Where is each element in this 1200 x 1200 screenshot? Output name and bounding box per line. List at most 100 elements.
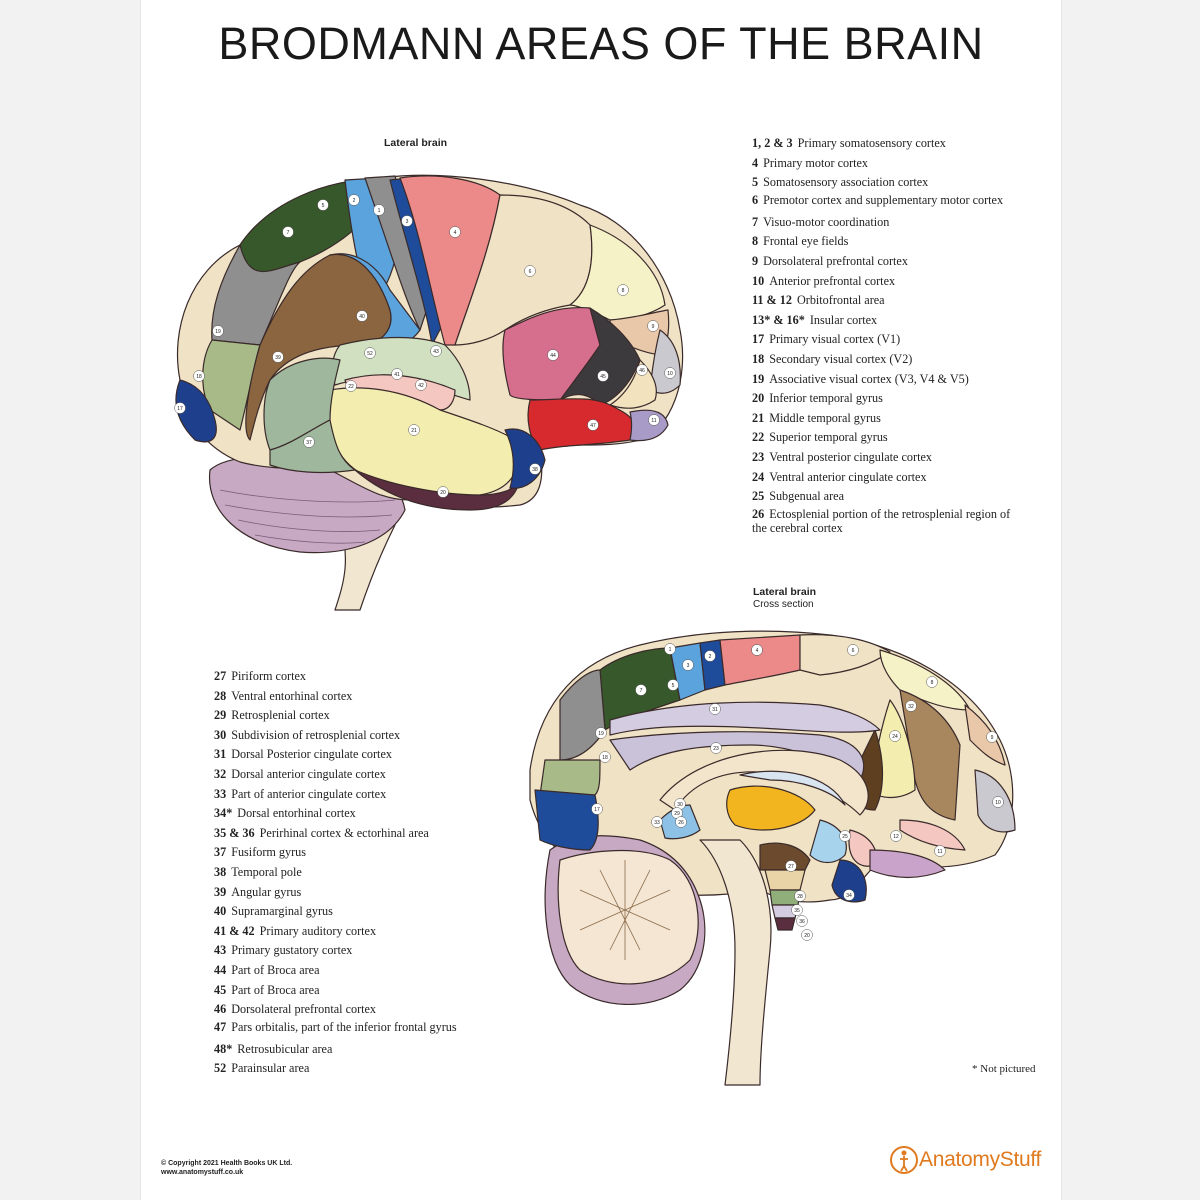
logo-icon	[890, 1146, 918, 1174]
legend-number: 29	[214, 708, 227, 723]
legend-label: Primary motor cortex	[763, 155, 869, 170]
legend-item: 9 Dorsolateral prefrontal cortex	[752, 252, 1012, 272]
legend-item: 1, 2 & 3 Primary somatosensory cortex	[752, 134, 1012, 154]
legend-item: 22 Superior temporal gyrus	[752, 428, 1012, 448]
legend-item: 52 Parainsular area	[214, 1059, 514, 1079]
legend-number: 41 & 42	[214, 923, 255, 938]
legend-right: 1, 2 & 3 Primary somatosensory cortex 4 Pri…	[752, 134, 1012, 541]
legend-label: Frontal eye fields	[763, 234, 849, 249]
legend-number: 33	[214, 786, 227, 801]
legend-label: Subdivision of retrosplenial cortex	[231, 727, 401, 742]
legend-label: Part of Broca area	[231, 982, 320, 997]
copyright-line: © Copyright 2021 Health Books UK Ltd.	[161, 1160, 293, 1167]
legend-label: Fusiform gyrus	[231, 845, 307, 860]
legend-item: 13* & 16*Insular cortex	[752, 311, 1012, 331]
legend-label: Angular gyrus	[231, 884, 302, 899]
legend-number: 24	[752, 469, 765, 484]
legend-label: Ventral posterior cingulate cortex	[769, 449, 932, 464]
legend-number: 19	[752, 371, 765, 386]
legend-number: 45	[214, 982, 227, 997]
copyright: © Copyright 2021 Health Books UK Ltd. ww…	[161, 1159, 292, 1177]
logo-text: AnatomyStuff	[919, 1148, 1042, 1171]
poster: BRODMANN AREAS OF THE BRAIN Lateral brai…	[140, 0, 1062, 1200]
legend-number: 30	[214, 727, 227, 742]
legend-number: 11 & 12	[752, 293, 792, 308]
legend-number: 48*	[214, 1041, 233, 1056]
legend-item: 29 Retrosplenial cortex	[214, 706, 514, 726]
cross-figure-subtitle: Cross section	[753, 599, 814, 610]
legend-number: 22	[752, 430, 765, 445]
legend-label: Secondary visual cortex (V2)	[769, 351, 913, 366]
cross-figure-title: Lateral brain	[753, 586, 817, 598]
legend-number: 10	[752, 273, 765, 288]
legend-number: 1, 2 & 3	[752, 136, 793, 150]
legend-label: Dorsolateral prefrontal cortex	[231, 1002, 377, 1017]
legend-number: 20	[752, 391, 765, 406]
legend-number: 26	[752, 506, 765, 521]
legend-label: Visuo-motor coordination	[763, 214, 890, 229]
legend-label: Dorsolateral prefrontal cortex	[763, 253, 908, 268]
legend-number: 23	[752, 449, 765, 464]
legend-item: 37 Fusiform gyrus	[214, 843, 514, 863]
website-line: www.anatomystuff.co.uk	[161, 1169, 244, 1176]
legend-number: 7	[752, 214, 759, 229]
legend-label: Superior temporal gyrus	[769, 430, 888, 445]
legend-label: Parainsular area	[231, 1061, 310, 1076]
legend-item: 11 & 12 Orbitofrontal area	[752, 291, 1012, 311]
legend-number: 9	[752, 253, 759, 268]
legend-label: Supramarginal gyrus	[231, 904, 333, 919]
legend-label: Part of anterior cingulate cortex	[231, 786, 387, 801]
legend-item: 7 Visuo-motor coordination	[752, 213, 1012, 233]
lateral-figure-title: Lateral brain	[384, 137, 448, 149]
legend-number: 4	[752, 155, 759, 170]
legend-item: 39 Angular gyrus	[214, 883, 514, 903]
legend-label: Part of Broca area	[231, 962, 320, 977]
legend-number: 25	[752, 489, 765, 504]
legend-item: 38 Temporal pole	[214, 863, 514, 883]
legend-label: Anterior prefrontal cortex	[769, 273, 896, 288]
page-title: BRODMANN AREAS OF THE BRAIN	[218, 18, 984, 69]
legend-number: 13* & 16*	[752, 312, 805, 327]
legend-number: 27	[214, 669, 227, 683]
legend-number: 17	[752, 332, 765, 347]
legend-label: Orbitofrontal area	[796, 293, 885, 308]
legend-item: 10 Anterior prefrontal cortex	[752, 272, 1012, 292]
legend-label: Dorsal anterior cingulate cortex	[231, 766, 386, 781]
legend-label: Somatosensory association cortex	[763, 175, 929, 190]
legend-item: 45 Part of Broca area	[214, 981, 514, 1001]
legend-label: Temporal pole	[231, 864, 302, 879]
legend-number: 8	[752, 234, 759, 249]
legend-number: 39	[214, 884, 227, 899]
legend-item: 34*Dorsal entorhinal cortex	[214, 804, 514, 824]
legend-label: Piriform cortex	[231, 669, 306, 683]
legend-number: 38	[214, 864, 227, 879]
legend-label: Primary somatosensory cortex	[797, 136, 946, 150]
legend-item: 33 Part of anterior cingulate cortex	[214, 785, 514, 805]
legend-number: 32	[214, 766, 227, 781]
legend-label: Retrosplenial cortex	[231, 708, 330, 723]
legend-item: 30 Subdivision of retrosplenial cortex	[214, 726, 514, 746]
anatomystuff-logo: AnatomyStuff	[889, 1144, 1041, 1176]
legend-item: 23 Ventral posterior cingulate cortex	[752, 448, 1012, 468]
legend-number: 28	[214, 688, 227, 703]
legend-number: 37	[214, 845, 227, 860]
legend-number: 52	[214, 1061, 227, 1076]
legend-item: 4 Primary motor cortex	[752, 154, 1012, 174]
legend-label: Ventral entorhinal cortex	[231, 688, 353, 703]
legend-number: 43	[214, 943, 227, 958]
legend-number: 34*	[214, 806, 233, 821]
